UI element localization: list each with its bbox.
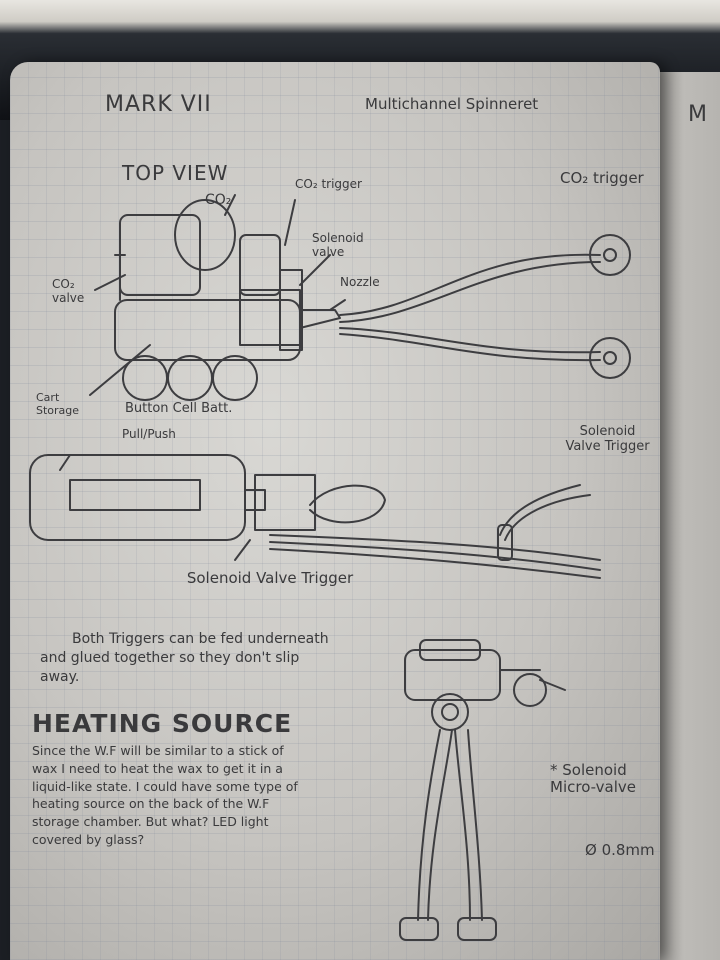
label-co2-trigger-remote: CO₂ trigger — [560, 169, 644, 187]
note-solenoid-micro-valve: * Solenoid Micro-valve — [550, 761, 637, 797]
co2-trigger-button — [589, 234, 631, 276]
solenoid-trigger-button — [589, 337, 631, 379]
label-button-cell-battery: Button Cell Batt. — [125, 401, 233, 416]
label-cart-storage: Cart Storage — [36, 391, 80, 417]
adjacent-page-letter: M — [688, 102, 708, 127]
label-solenoid-valve: Solenoid valve — [312, 231, 364, 259]
label-co2-valve: CO₂ valve — [52, 277, 85, 305]
heading-heating-source: HEATING SOURCE — [32, 709, 293, 738]
note-diameter: Ø 0.8mm — [585, 841, 655, 859]
page-title: MARK VII — [105, 92, 212, 117]
note-heating-source: Since the W.F will be similar to a stick… — [32, 743, 298, 847]
top-view-title: TOP VIEW — [122, 161, 229, 185]
tube-upper — [339, 253, 601, 316]
tube-lower — [339, 327, 601, 354]
front-view-device-drawing — [399, 639, 566, 941]
label-solenoid-valve-trigger: Solenoid Valve Trigger — [186, 569, 354, 587]
page-subtitle: Multichannel Spinneret — [365, 95, 539, 113]
top-view-device-drawing — [114, 199, 341, 401]
note-triggers: Both Triggers can be fed underneath and … — [40, 631, 329, 685]
label-co2-trigger: CO₂ trigger — [295, 177, 362, 191]
label-nozzle: Nozzle — [340, 275, 380, 289]
side-view-device-drawing — [29, 454, 601, 579]
adjacent-page: M — [660, 72, 720, 960]
label-co2: CO₂ — [205, 192, 232, 208]
label-solenoid-valve-trigger-remote: Solenoid Valve Trigger — [565, 424, 650, 454]
label-pull-push: Pull/Push — [122, 427, 176, 441]
